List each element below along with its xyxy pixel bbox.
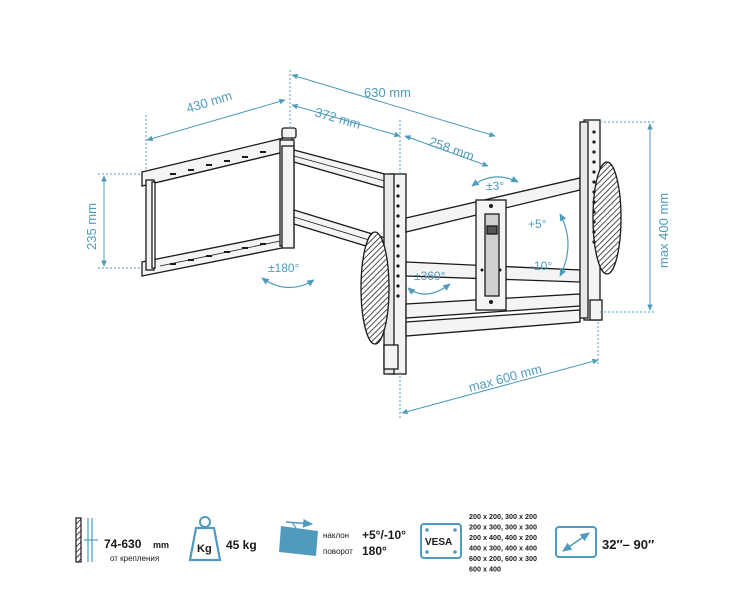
vesa-line: 600 x 400 (469, 565, 501, 574)
weight-icon: Kg (188, 516, 222, 562)
level-arrow (471, 175, 519, 187)
wall-distance-value: 74-630 (104, 537, 142, 551)
weight-spec: Kg 45 kg (188, 516, 257, 562)
weight-icon-label: Kg (197, 543, 212, 555)
rotation-arrows (261, 175, 569, 295)
dimension-lines (98, 70, 656, 418)
spec-bar: 74-630 mm от крепления Kg 45 kg наклон +… (75, 512, 654, 574)
vesa-line: 600 x 200, 600 x 300 (469, 554, 537, 563)
tilt-label: наклон (323, 531, 349, 540)
swivel-wall-arrow (261, 277, 315, 289)
tilt-arrow (559, 213, 569, 277)
dim-arm-mid: 372 mm (313, 104, 362, 131)
dim-arm-total: 630 mm (364, 85, 411, 100)
angle-tilt-up: +5° (528, 217, 547, 231)
mount-drawing (141, 119, 622, 375)
vesa-line: 200 x 300, 300 x 300 (469, 523, 537, 532)
vesa-spec: VESA 200 x 200, 300 x 200 200 x 300, 300 … (420, 512, 537, 574)
tv-bracket-rails (579, 119, 622, 321)
screen-diagonal-icon (555, 526, 597, 558)
dim-max-height: max 400 mm (656, 193, 671, 268)
vesa-icon-label: VESA (425, 537, 452, 548)
angle-swivel-wall: ±180° (268, 261, 300, 275)
rotate-label: поворот (323, 547, 353, 556)
dim-wall-height: 235 mm (84, 203, 99, 250)
tv-tilt-icon (279, 518, 318, 556)
rotate-value: 180° (362, 544, 387, 558)
wall-distance-spec: 74-630 mm от крепления (75, 517, 169, 563)
screen-size-spec: 32″– 90″ (555, 526, 654, 558)
middle-joint (360, 173, 407, 375)
wall-distance-caption: от крепления (110, 554, 159, 563)
wall-distance-icon (75, 517, 98, 563)
swivel-mid-arrow (407, 283, 451, 295)
vesa-line: 400 x 300, 400 x 400 (469, 544, 537, 553)
wall-distance-unit: mm (153, 540, 169, 550)
vesa-list: 200 x 200, 300 x 200 200 x 300, 300 x 300… (469, 512, 537, 574)
dim-arm-head: 258 mm (427, 134, 476, 164)
tilt-value: +5°/-10° (362, 528, 406, 542)
dim-arm-wall: 430 mm (184, 88, 233, 116)
screen-size-value: 32″– 90″ (602, 537, 654, 552)
tilt-head (475, 199, 507, 311)
tilt-rotate-spec: наклон +5°/-10° поворот 180° (279, 518, 406, 558)
angle-level: ±3° (486, 179, 504, 193)
vesa-icon: VESA (420, 523, 462, 559)
angle-swivel-mid: ±360° (414, 269, 446, 283)
angle-tilt-down: -10° (530, 259, 552, 273)
wall-plate (141, 127, 297, 277)
vesa-line: 200 x 400, 400 x 200 (469, 533, 537, 542)
dim-max-width: max 600 mm (467, 361, 543, 395)
vesa-line: 200 x 200, 300 x 200 (469, 512, 537, 521)
weight-value: 45 kg (226, 538, 257, 552)
